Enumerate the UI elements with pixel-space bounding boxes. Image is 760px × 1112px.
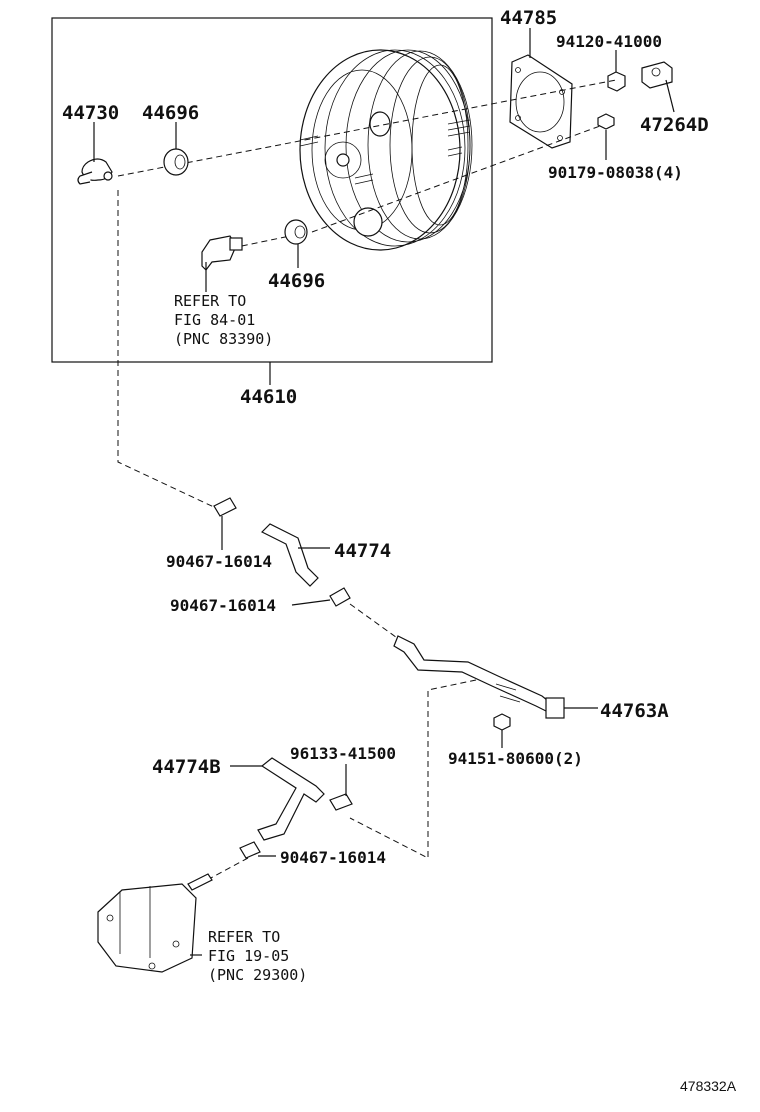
refer2-line1: REFER TO bbox=[208, 928, 280, 946]
clamp-96133-icon bbox=[329, 793, 353, 811]
label-90179: 90179-08038(4) bbox=[548, 163, 683, 182]
label-44610: 44610 bbox=[240, 386, 297, 408]
refer2-line2: FIG 19-05 bbox=[208, 947, 289, 965]
refer1-line3: (PNC 83390) bbox=[174, 330, 273, 348]
clamp-90467-a-icon bbox=[213, 497, 237, 517]
hose-44774-icon bbox=[260, 523, 319, 587]
routing-line-clamp-to-pipe bbox=[349, 603, 401, 641]
gasket-44785-icon bbox=[509, 54, 573, 149]
label-90467-c: 90467-16014 bbox=[280, 848, 386, 867]
assembly-box bbox=[51, 17, 493, 363]
clamp-90467-c-icon bbox=[239, 841, 261, 859]
leader-90467-b bbox=[291, 599, 331, 606]
refer2-line3: (PNC 29300) bbox=[208, 966, 307, 984]
label-44774: 44774 bbox=[334, 540, 391, 562]
check-valve-44730-icon bbox=[77, 158, 113, 185]
label-96133: 96133-41500 bbox=[290, 744, 396, 763]
grommet-44696-upper-icon bbox=[163, 148, 189, 176]
nut-90179-icon bbox=[597, 113, 615, 130]
label-94151: 94151-80600(2) bbox=[448, 749, 583, 768]
routing-line-pipe-to-pump bbox=[349, 679, 477, 859]
label-44696-upper: 44696 bbox=[142, 102, 199, 124]
brake-booster-icon bbox=[299, 49, 473, 251]
label-44730: 44730 bbox=[62, 102, 119, 124]
vacuum-pump-icon bbox=[97, 873, 213, 973]
hose-44774B-icon bbox=[257, 757, 325, 841]
clip-47264D-icon bbox=[641, 61, 673, 89]
diagram-id: 478332A bbox=[680, 1078, 737, 1094]
label-44774B: 44774B bbox=[152, 756, 221, 778]
label-94120: 94120-41000 bbox=[556, 32, 662, 51]
bolt-94151-icon bbox=[493, 713, 511, 731]
label-44763A: 44763A bbox=[600, 700, 669, 722]
label-44696-lower: 44696 bbox=[268, 270, 325, 292]
label-90467-b: 90467-16014 bbox=[170, 596, 276, 615]
clamp-90467-b-icon bbox=[329, 587, 351, 607]
label-90467-a: 90467-16014 bbox=[166, 552, 272, 571]
refer1-line2: FIG 84-01 bbox=[174, 311, 255, 329]
routing-line-valve-to-clamp bbox=[117, 190, 217, 509]
axis-line-lower bbox=[231, 125, 601, 249]
sensor-icon bbox=[201, 235, 243, 271]
vacuum-pipe-44763A-icon bbox=[393, 635, 565, 719]
axis-line-upper bbox=[117, 79, 617, 177]
refer1-line1: REFER TO bbox=[174, 292, 246, 310]
label-47264D: 47264D bbox=[640, 114, 709, 136]
leader-47264D bbox=[665, 79, 675, 113]
grommet-44696-lower-icon bbox=[284, 219, 308, 245]
label-44785: 44785 bbox=[500, 7, 557, 29]
